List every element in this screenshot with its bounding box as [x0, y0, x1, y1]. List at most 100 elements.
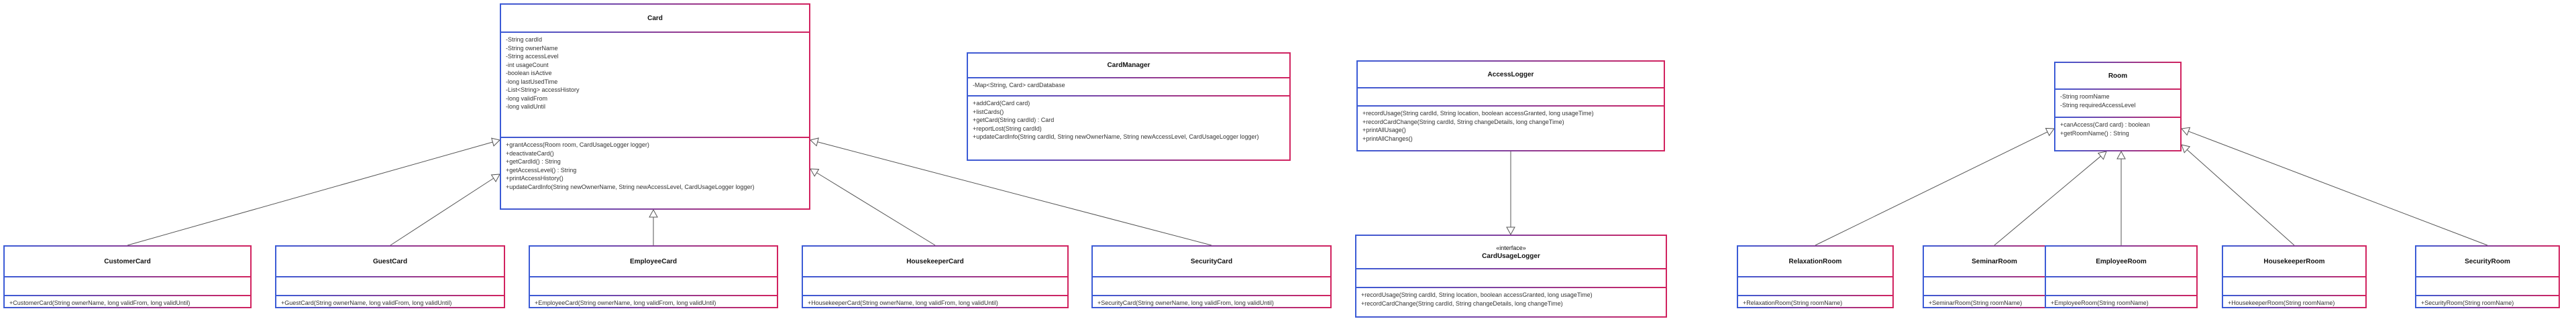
- class-name: CardUsageLogger: [1482, 252, 1540, 260]
- attributes-section: [1356, 269, 1666, 287]
- methods-section: +recordUsage(String cardId, String locat…: [1356, 288, 1666, 310]
- section-divider: [1358, 105, 1664, 107]
- attributes-section: -String roomName-String requiredAccessLe…: [2055, 90, 2180, 117]
- class-header: SeminarRoom: [1924, 247, 2065, 276]
- class-name: CustomerCard: [104, 257, 151, 265]
- attributes-section: [803, 277, 1067, 295]
- section-divider: [803, 295, 1067, 296]
- security-room-extends-room-arrowhead: [2181, 127, 2191, 136]
- class-header: HousekeeperCard: [803, 247, 1067, 276]
- attributes-section: [530, 277, 777, 295]
- security-card-class: SecurityCard +SecurityCard(String ownerNa…: [1091, 245, 1332, 308]
- guest-card-extends-card-line: [390, 178, 494, 246]
- methods-section: +SecurityCard(String ownerName, long val…: [1093, 296, 1330, 310]
- attributes-section: [1093, 277, 1330, 295]
- method-row: +SeminarRoom(String roomName): [1929, 300, 2023, 306]
- class-header: CustomerCard: [5, 247, 250, 276]
- attributes-section: [2223, 277, 2365, 295]
- attribute-row: -String cardId: [506, 36, 543, 43]
- class-header: Room: [2055, 63, 2180, 88]
- employee-card-extends-card-arrowhead: [649, 208, 658, 218]
- section-divider: [5, 295, 250, 296]
- housekeeper-room-extends-room-line: [2186, 149, 2295, 246]
- card-class: Card -String cardId-String ownerName-Stri…: [500, 3, 810, 210]
- section-divider: [501, 137, 809, 138]
- attribute-row: -long validFrom: [506, 94, 548, 102]
- methods-section: +recordUsage(String cardId, String locat…: [1358, 107, 1664, 145]
- seminar-room-class: SeminarRoom +SeminarRoom(String roomName): [1923, 245, 2066, 308]
- class-name: Room: [2108, 72, 2128, 80]
- method-row: +grantAccess(Room room, CardUsageLogger …: [506, 141, 649, 148]
- section-divider: [2416, 276, 2559, 277]
- method-row: +getCardId() : String: [506, 158, 561, 165]
- methods-section: +SeminarRoom(String roomName): [1924, 296, 2065, 310]
- class-header: EmployeeRoom: [2046, 247, 2196, 276]
- method-row: +addCard(Card card): [973, 100, 1030, 107]
- housekeeper-card-class: HousekeeperCard+HousekeeperCard(String o…: [802, 245, 1069, 308]
- attributes-section: -String cardId-String ownerName-String a…: [501, 33, 809, 137]
- attribute-row: -long validUntil: [506, 103, 546, 110]
- attributes-section: [1738, 277, 1892, 295]
- housekeeper-card-extends-card-line: [816, 172, 936, 246]
- methods-section: +GuestCard(String ownerName, long validF…: [276, 296, 504, 310]
- attributes-section: [2046, 277, 2196, 295]
- section-divider: [968, 77, 1289, 78]
- card-manager-class: CardManager-Map<String, Card> cardDataba…: [967, 52, 1291, 161]
- method-row: +recordCardChange(String cardId, String …: [1361, 300, 1563, 307]
- class-name: SecurityCard: [1190, 257, 1233, 265]
- method-row: +CustomerCard(String ownerName, long val…: [9, 300, 191, 306]
- class-header: RelaxationRoom: [1738, 247, 1892, 276]
- section-divider: [2055, 117, 2180, 118]
- section-divider: [968, 95, 1289, 97]
- attributes-section: -Map<String, Card> cardDatabase: [968, 78, 1289, 95]
- housekeeper-room-class: HousekeeperRoom+HousekeeperRoom(String r…: [2222, 245, 2367, 308]
- method-row: +reportLost(String cardId): [973, 125, 1042, 132]
- method-row: +getAccessLevel() : String: [506, 166, 577, 174]
- class-name: EmployeeRoom: [2096, 257, 2147, 265]
- attribute-row: -int usageCount: [506, 61, 549, 68]
- section-divider: [276, 276, 504, 277]
- guest-card-class: GuestCard +GuestCard(String ownerName, lo…: [275, 245, 505, 308]
- methods-section: +grantAccess(Room room, CardUsageLogger …: [501, 138, 809, 194]
- class-name: Card: [647, 14, 663, 22]
- methods-section: +canAccess(Card card) : boolean+getRoomN…: [2055, 118, 2180, 140]
- methods-section: +SecurityRoom(String roomName): [2416, 296, 2559, 310]
- security-room-class: SecurityRoom+SecurityRoom(String roomNam…: [2415, 245, 2560, 308]
- section-divider: [1093, 276, 1330, 277]
- method-row: +SecurityCard(String ownerName, long val…: [1097, 300, 1274, 306]
- relaxation-room-extends-room-line: [1815, 131, 2048, 246]
- class-name: EmployeeCard: [629, 257, 678, 265]
- attribute-row: -long lastUsedTime: [506, 78, 558, 85]
- attributes-section: [1924, 277, 2065, 295]
- method-row: +SecurityRoom(String roomName): [2421, 300, 2514, 306]
- section-divider: [1924, 295, 2065, 296]
- method-row: +recordUsage(String cardId, String locat…: [1361, 292, 1593, 298]
- class-name: RelaxationRoom: [1788, 257, 1842, 265]
- attribute-row: -List<String> accessHistory: [506, 86, 580, 93]
- section-divider: [276, 295, 504, 296]
- section-divider: [1358, 87, 1664, 88]
- methods-section: +EmployeeRoom(String roomName): [2046, 296, 2196, 310]
- method-row: +RelaxationRoom(String roomName): [1743, 300, 1843, 306]
- method-row: +EmployeeRoom(String roomName): [2051, 300, 2149, 306]
- class-name: AccessLogger: [1487, 70, 1534, 78]
- attributes-section: [1358, 88, 1664, 105]
- method-row: +updateCardInfo(String cardId, String ne…: [973, 133, 1259, 140]
- section-divider: [530, 276, 777, 277]
- method-row: +printAllUsage(): [1362, 127, 1406, 133]
- security-card-extends-card-line: [817, 141, 1212, 246]
- class-header: CardManager: [968, 54, 1289, 77]
- section-divider: [803, 276, 1067, 277]
- seminar-room-extends-room-line: [1994, 155, 2101, 246]
- class-header: GuestCard: [276, 247, 504, 276]
- attributes-section: [2416, 277, 2559, 295]
- attribute-row: -String accessLevel: [506, 53, 559, 60]
- customer-card-extends-card-line: [127, 141, 493, 246]
- class-header: SecurityCard: [1093, 247, 1330, 276]
- customer-card-extends-card-arrowhead: [491, 137, 501, 147]
- security-room-extends-room-line: [2188, 131, 2488, 246]
- class-header: HousekeeperRoom: [2223, 247, 2365, 276]
- section-divider: [2416, 295, 2559, 296]
- guest-card-extends-card-arrowhead: [490, 174, 500, 183]
